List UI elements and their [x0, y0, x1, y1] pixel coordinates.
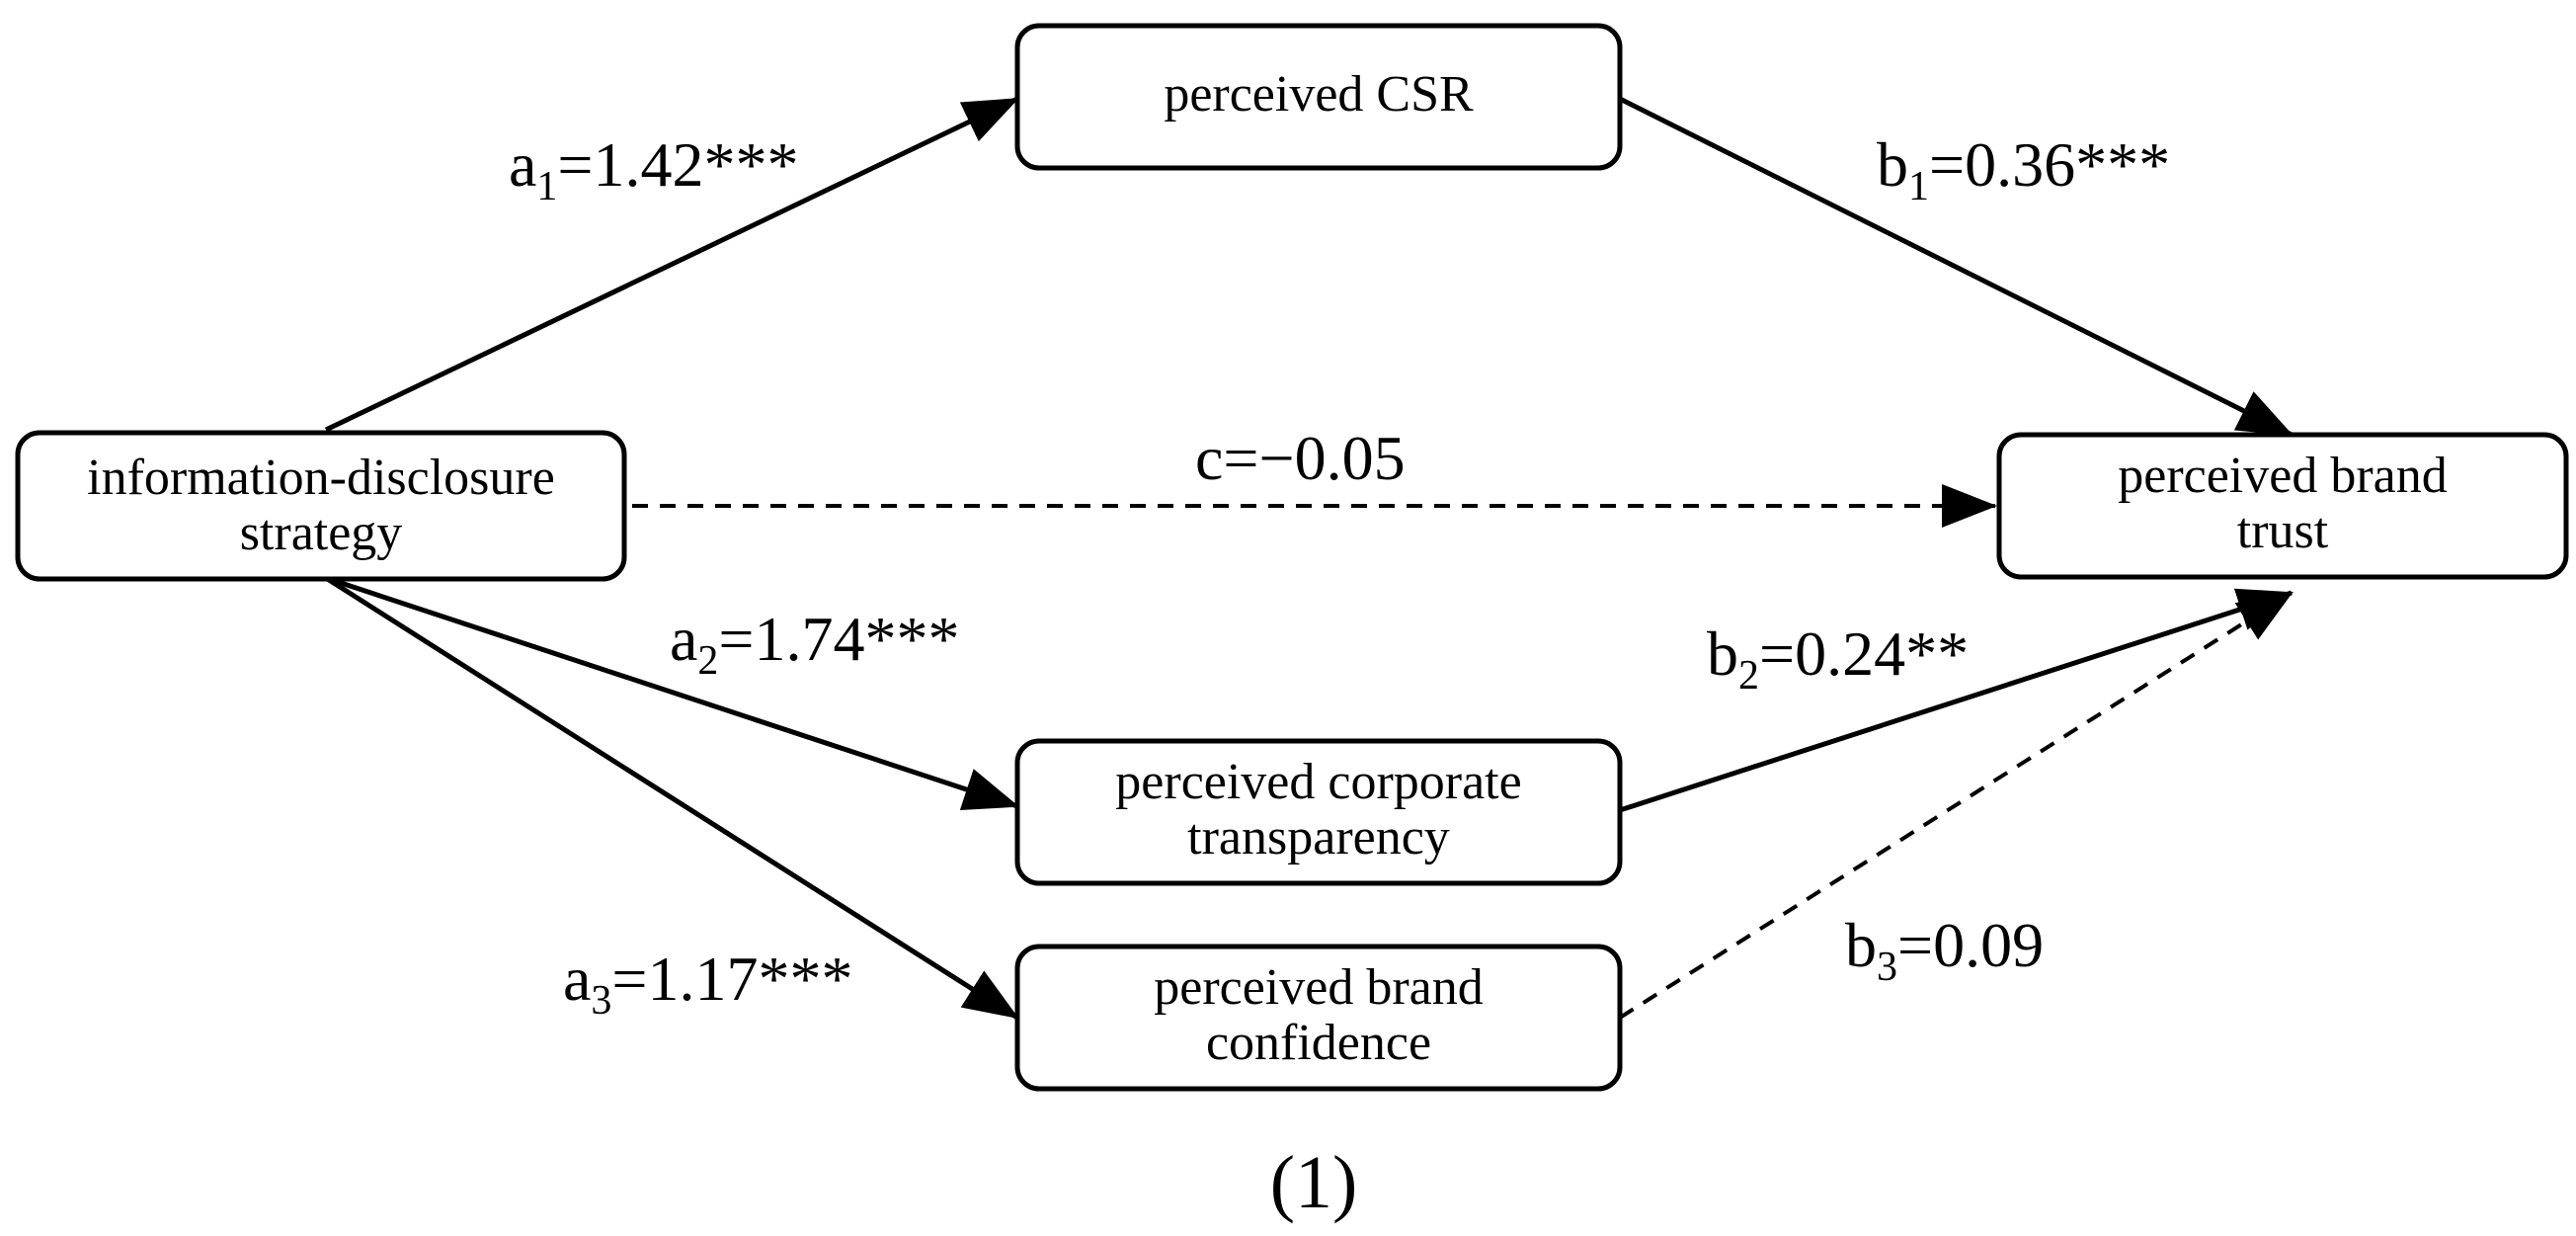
arrow-a2: [325, 575, 1019, 810]
node-transparency: perceived corporate transparency: [1014, 738, 1623, 886]
coef-a1: a1=1.42***: [509, 129, 799, 209]
paths-group: [324, 96, 2294, 1021]
node-trust: perceived brand trust: [1996, 432, 2569, 580]
arrow-b3: [1618, 591, 2294, 1020]
node-trust-line-1: perceived brand: [2118, 448, 2447, 504]
node-strategy-line-1: information-disclosure: [87, 450, 555, 506]
coef-b3: b3=0.09: [1845, 910, 2044, 990]
node-confidence-line-1: perceived brand: [1154, 959, 1483, 1016]
coef-b1: b1=0.36***: [1877, 129, 2170, 209]
node-csr: perceived CSR: [1014, 23, 1623, 171]
node-transparency-line-2: transparency: [1187, 809, 1450, 865]
node-trust-line-2: trust: [2237, 503, 2329, 559]
node-confidence: perceived brand confidence: [1014, 944, 1623, 1092]
arrow-a1: [324, 96, 1019, 433]
arrow-b2: [1619, 588, 2294, 813]
coef-a2: a2=1.74***: [670, 604, 960, 684]
coef-a3: a3=1.17***: [563, 944, 853, 1024]
coef-c: c=−0.05: [1195, 423, 1406, 493]
node-strategy-line-2: strategy: [240, 505, 403, 561]
arrow-b1: [1618, 96, 2294, 438]
figure-caption: (1): [1270, 1141, 1358, 1224]
arrow-a3: [324, 575, 1019, 1021]
node-transparency-line-1: perceived corporate: [1115, 754, 1521, 810]
node-confidence-line-2: confidence: [1206, 1015, 1431, 1071]
node-csr-label: perceived CSR: [1164, 66, 1474, 123]
coef-b2: b2=0.24**: [1707, 618, 1969, 699]
node-strategy: information-disclosure strategy: [15, 430, 627, 582]
